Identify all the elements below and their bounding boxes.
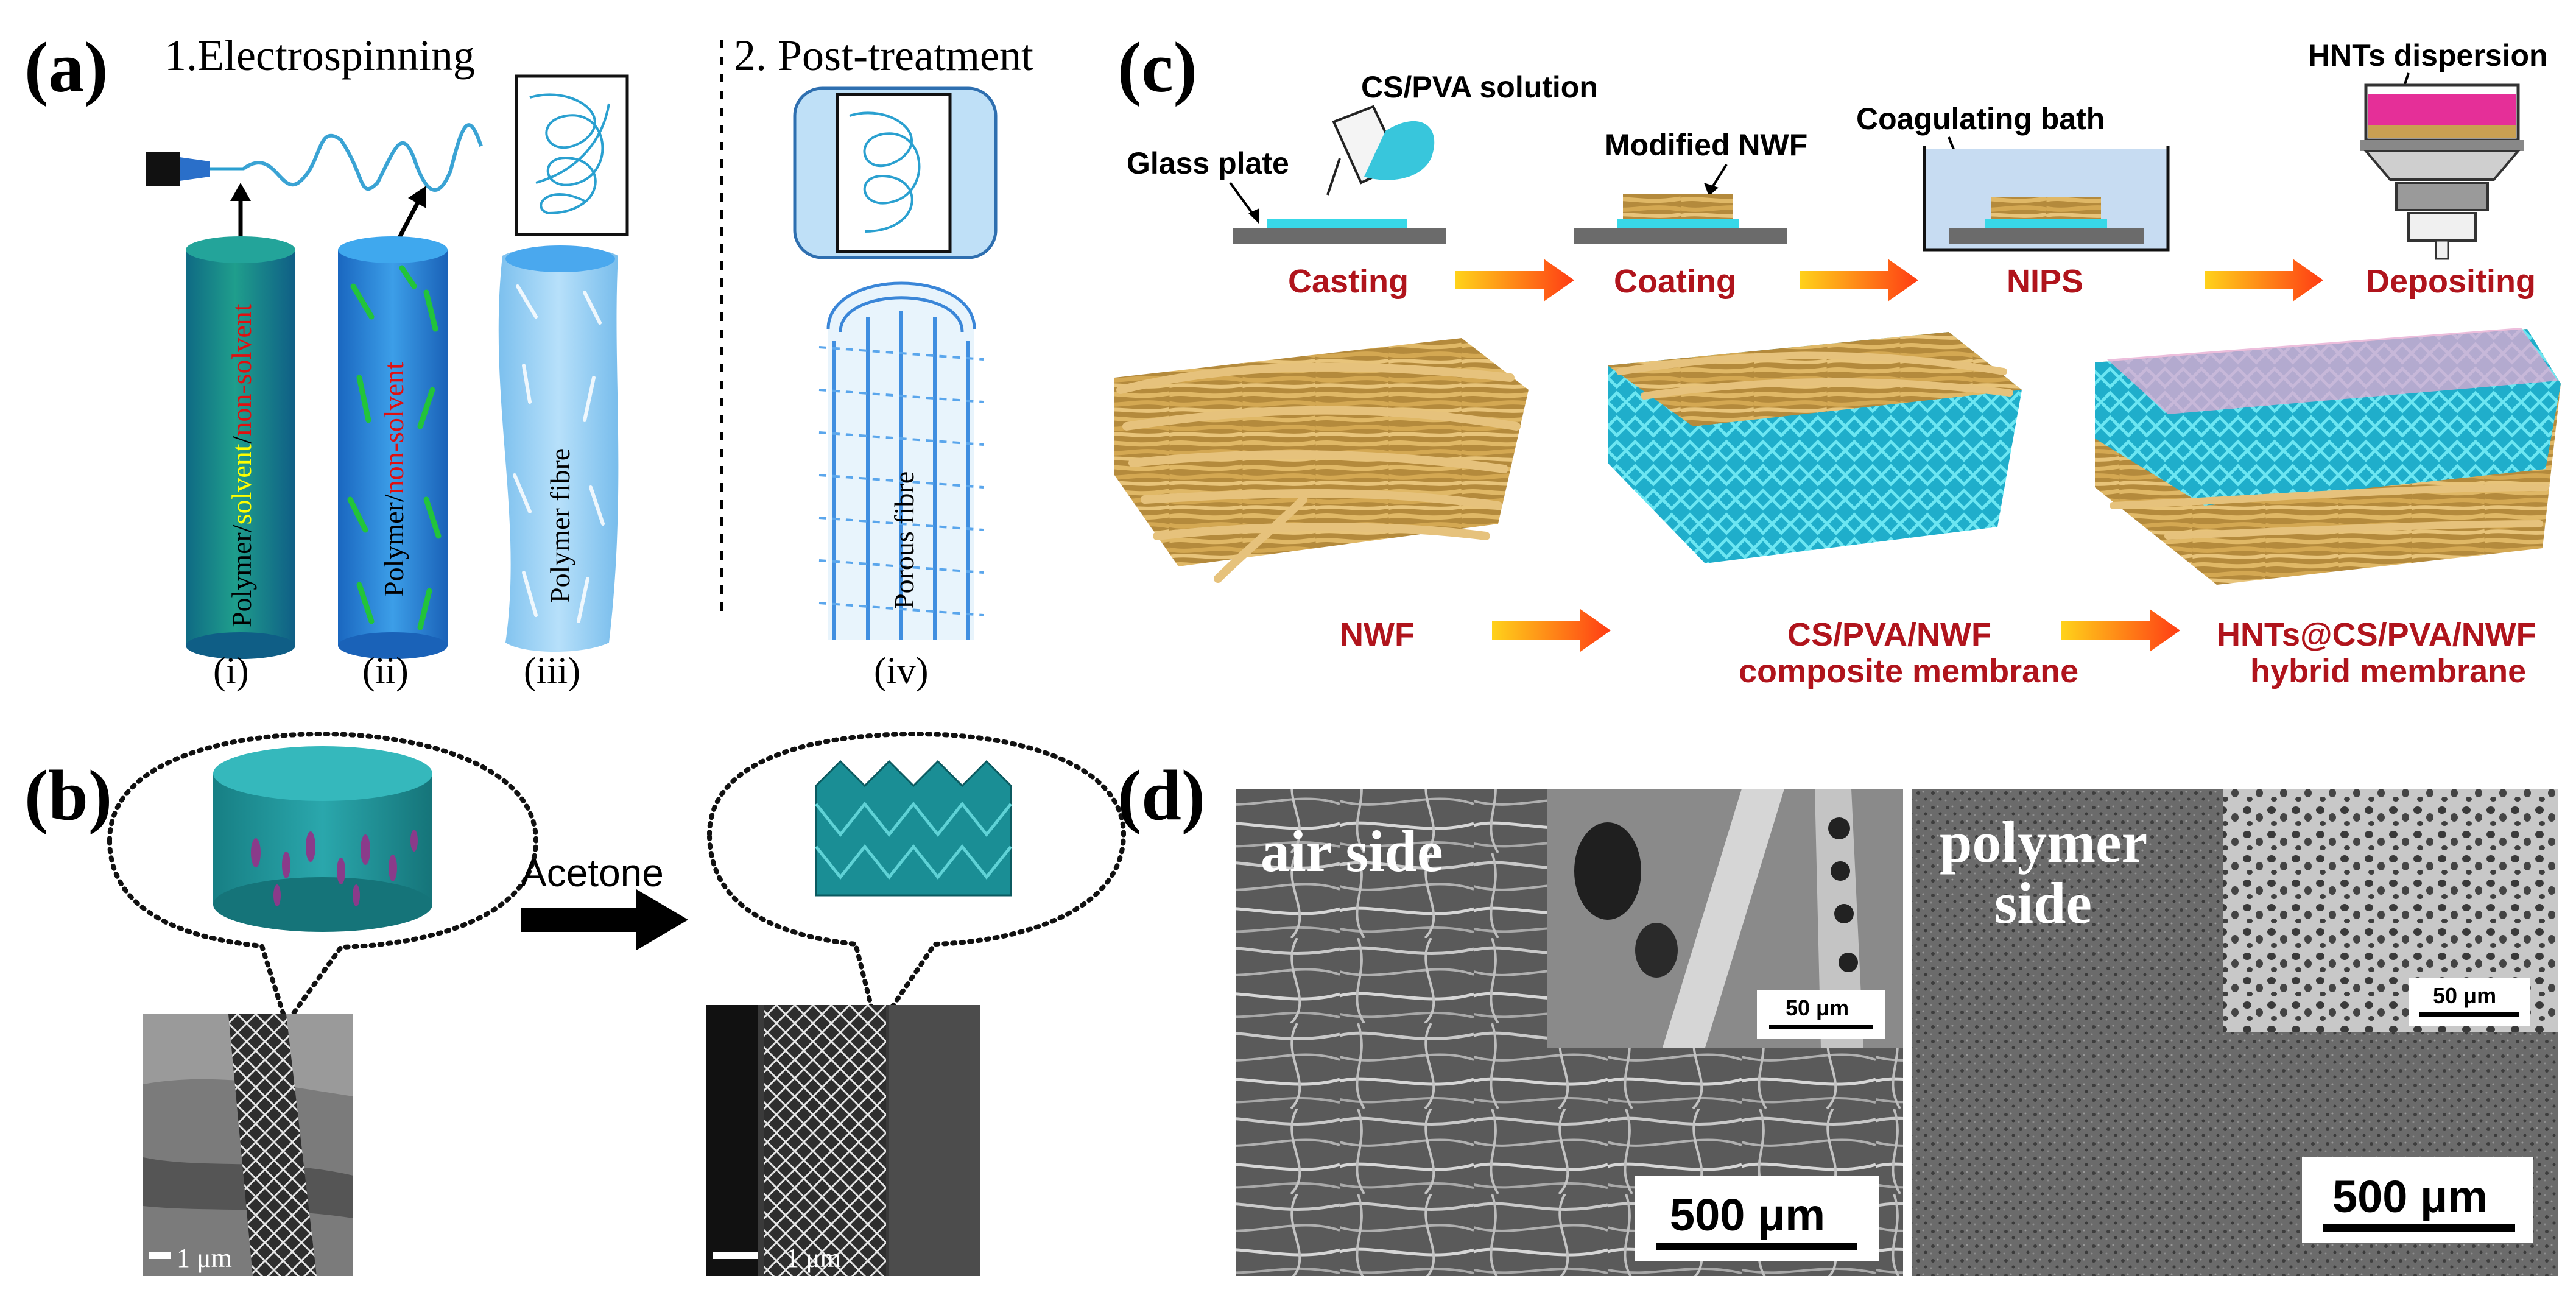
step-nips: NIPS [2007,263,2083,300]
filtration-device-icon [2360,83,2524,260]
sem-air-side: 50 μm air side 500 μm [1236,789,1903,1276]
porous-fibre: Porous fibre [818,281,984,640]
panel-d-letter: (d) [1117,755,1205,835]
panel-a: (a) 1.Electrospinning 2. Post-treatment [24,27,1033,692]
composite-membrane-render [1608,332,2022,563]
label-glass-plate: Glass plate [1127,146,1289,180]
panel-b-letter: (b) [24,755,112,835]
process-arrows-top [1455,259,2323,302]
step-casting: Casting [1288,263,1409,300]
panel-c-letter: (c) [1117,27,1197,107]
fibre3-label: Polymer fibre [544,448,575,603]
label-iv: (iv) [874,651,929,692]
product-composite-l1: CS/PVA/NWF [1787,616,1991,653]
process-arrows-bottom [1492,609,2180,652]
hybrid-membrane-render [2095,328,2561,585]
label-modified-nwf: Modified NWF [1605,128,1807,162]
pouring-beaker-icon [1326,105,1435,196]
nwf-sheet [1623,194,1733,219]
sem-polymer-side: 50 μm polymer side 500 μm [1912,789,2558,1276]
main-scale-polymer: 500 μm [2332,1171,2488,1222]
scale-bar-left: 1 μm [177,1243,232,1273]
sem-image-left: 1 μm [143,1014,353,1276]
right-arrow-icon [521,889,688,950]
acetone-label: Acetone [521,851,664,895]
post-treatment-box [793,86,998,259]
panel-d: (d) 50 μm air side 500 μm [1117,755,2558,1276]
label-hnts-dispersion: HNTs dispersion [2308,38,2548,72]
label-coagulating-bath: Coagulating bath [1856,102,2105,136]
fibre2-label: Polymer/non-solvent [378,362,409,597]
whipping-jet [242,123,483,192]
nwf-render [1114,338,1529,583]
cylinder-i: Polymer/solvent/non-solvent [186,236,295,659]
spinneret-icon [146,152,244,186]
label-ii: (ii) [362,651,409,692]
sem-image-right: 1 μm [706,1005,980,1276]
step1-title: 1.Electrospinning [164,31,475,80]
polymer-fibre: Polymer fibre [498,245,619,652]
speech-bubble-right [706,731,1127,1035]
fibre4-label: Porous fibre [889,471,920,609]
glass-plate [1233,228,1446,244]
step-depositing: Depositing [2366,263,2536,300]
coagulation-bath [1923,146,2170,252]
fibre1-label: Polymer/solvent/non-solvent [226,303,257,627]
label-air-side: air side [1261,819,1443,884]
product-hybrid-l1: HNTs@CS/PVA/NWF [2217,616,2536,653]
main-scale-air: 500 μm [1670,1190,1825,1240]
product-composite-l2: composite membrane [1739,653,2078,690]
cylinder-ii: Polymer/non-solvent [338,236,448,659]
step-coating: Coating [1614,263,1736,300]
label-iii: (iii) [524,651,580,692]
panel-c: (c) CS/PVA solution Glass plate Casting … [1114,27,2561,690]
step2-title: 2. Post-treatment [734,31,1033,80]
product-nwf: NWF [1340,616,1415,653]
cast-solution [1267,219,1407,228]
panel-a-letter: (a) [24,27,108,107]
fibre-mat-box [515,74,629,236]
panel-b: (b) 1 μm Acetone [24,731,1127,1276]
product-hybrid-l2: hybrid membrane [2250,653,2526,690]
label-side: side [1994,870,2092,936]
inset-scale-polymer: 50 μm [2433,983,2496,1008]
label-polymer: polymer [1940,809,2147,875]
scale-bar-right: 1 μm [786,1243,841,1273]
label-cs-pva-solution: CS/PVA solution [1361,70,1598,104]
label-i: (i) [213,651,249,692]
inset-scale-air: 50 μm [1786,995,1849,1020]
speech-bubble-left [107,731,539,1029]
